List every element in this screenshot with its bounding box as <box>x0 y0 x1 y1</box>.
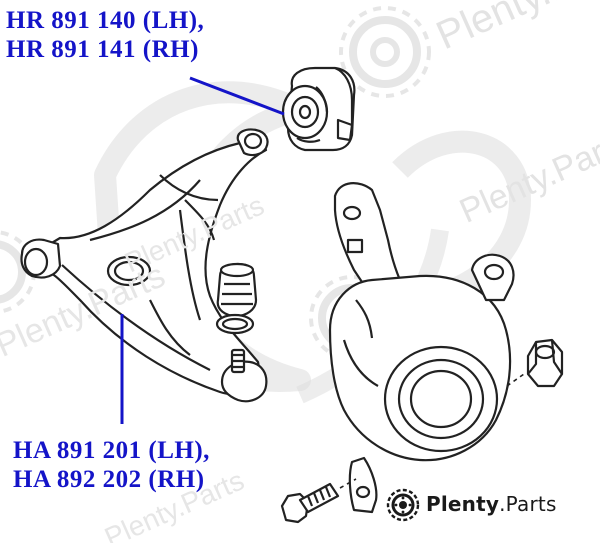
part-number-lh: HR 891 140 (LH), <box>6 7 205 34</box>
bolt-guide-line <box>339 478 357 489</box>
brand-name-bold: Plenty <box>426 492 500 516</box>
part-number-lh: HA 891 201 (LH), <box>13 437 210 464</box>
upper-bushing <box>281 66 356 152</box>
steering-knuckle <box>328 182 515 514</box>
lower-control-arm <box>20 128 269 403</box>
assembly-guide-line <box>506 373 525 387</box>
mounting-bolt <box>280 482 340 524</box>
lower-arm-part-numbers: HA 891 201 (LH), HA 892 202 (RH) <box>13 436 210 494</box>
part-number-rh: HA 892 202 (RH) <box>13 466 205 493</box>
upper-bushing-part-numbers: HR 891 140 (LH), HR 891 141 (RH) <box>6 6 204 64</box>
gear-brake-disc-icon <box>386 488 420 522</box>
hex-nut <box>526 338 564 388</box>
brand-name: Plenty.Parts <box>426 492 557 516</box>
leader-line-upper <box>189 76 285 116</box>
dust-boot-bushing <box>215 262 258 335</box>
watermark-gear-icon <box>339 6 431 98</box>
brand-name-rest: .Parts <box>499 492 557 516</box>
part-number-rh: HR 891 141 (RH) <box>6 36 199 63</box>
